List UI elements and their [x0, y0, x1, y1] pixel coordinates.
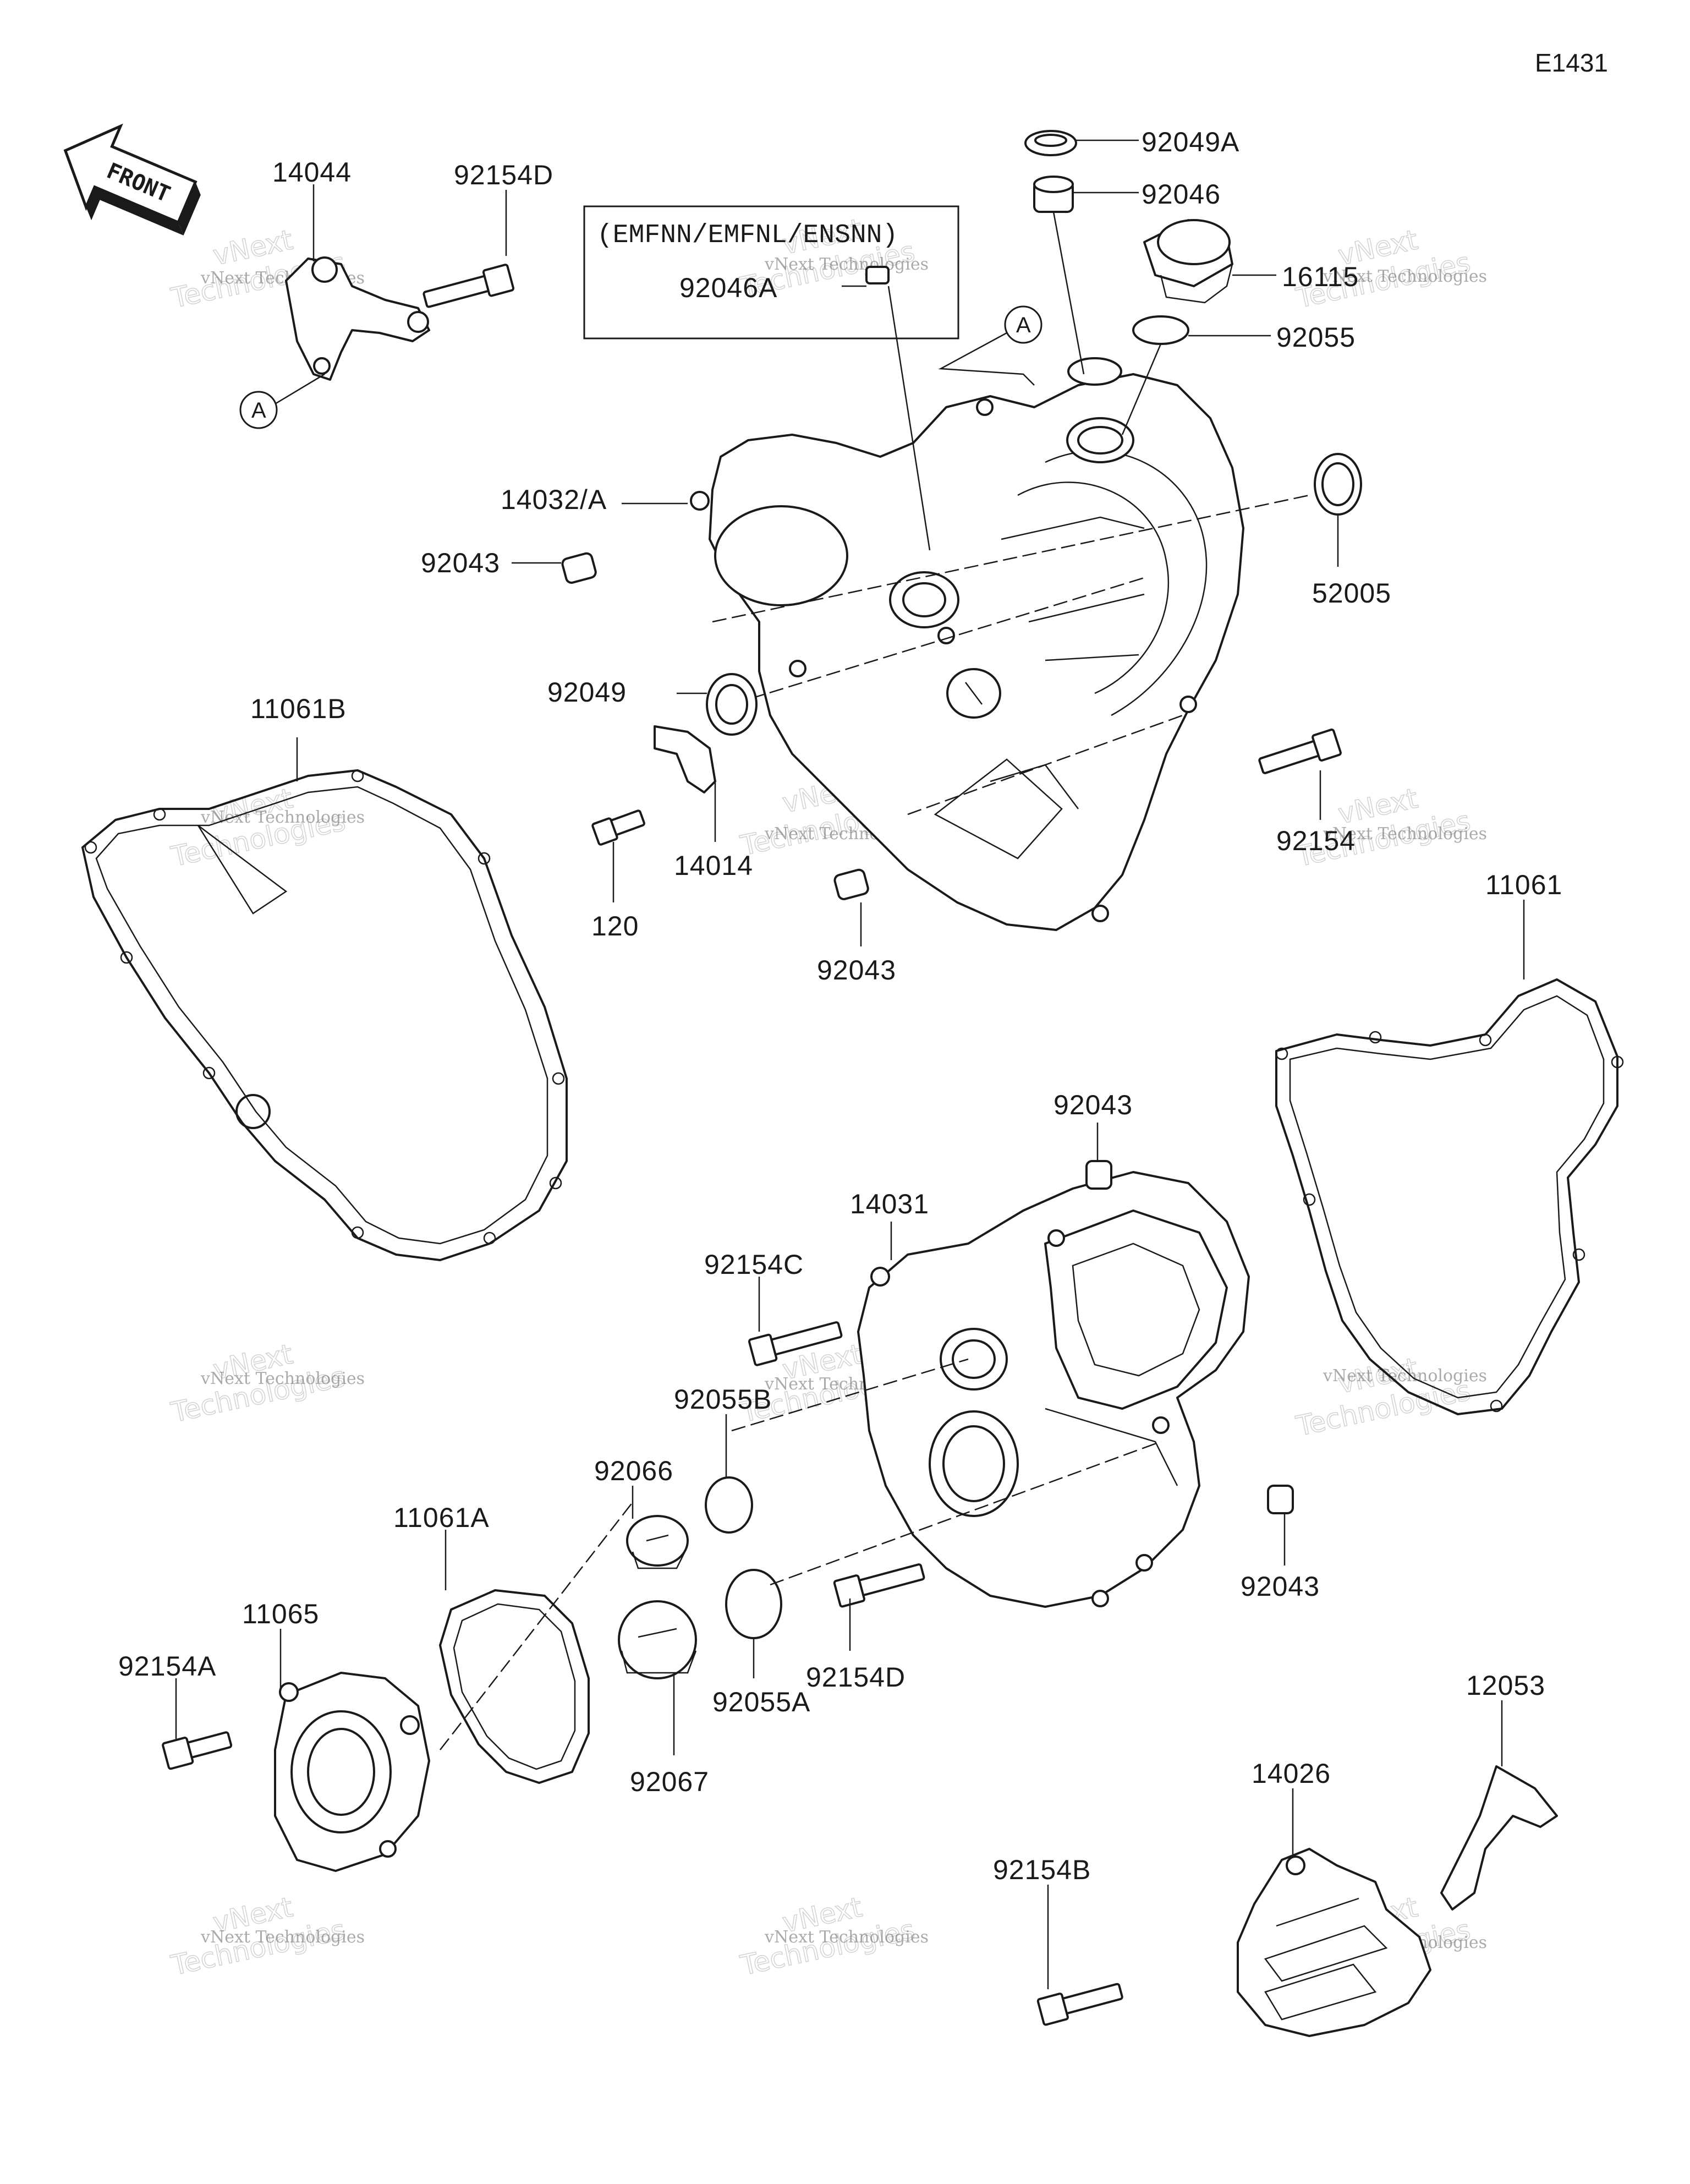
part-label-92154d-bottom: 92154D	[806, 1662, 906, 1693]
watermark-small: vNext Technologies	[200, 1369, 365, 1388]
variant-box	[583, 205, 959, 340]
bolt-92154	[1258, 728, 1342, 774]
bolt-92154c	[748, 1321, 843, 1366]
part-label-92055a: 92055A	[712, 1687, 810, 1717]
watermark: vNext Technologies	[168, 1891, 349, 1982]
part-label-12053: 12053	[1466, 1670, 1545, 1701]
part-label-92055: 92055	[1276, 322, 1356, 353]
plug-92066	[626, 1515, 689, 1569]
part-label-92154d-top: 92154D	[454, 160, 553, 190]
part-label-92154a: 92154A	[118, 1651, 216, 1682]
part-label-92043-a: 92043	[421, 548, 500, 578]
part-label-11061a: 11061A	[393, 1502, 490, 1533]
part-label-11061: 11061	[1485, 869, 1562, 900]
watermark-small: vNext Technologies	[764, 255, 929, 274]
axis-line	[440, 1502, 633, 1750]
watermark-small: vNext Technologies	[200, 808, 365, 827]
oil-filler-cap-16115	[1143, 219, 1233, 304]
part-label-92043-b: 92043	[817, 955, 896, 986]
watermark-small: vNext Technologies	[764, 1928, 929, 1947]
clutch-cover	[690, 357, 1244, 931]
dowel-pin-92043-a	[561, 552, 597, 584]
axis-line	[731, 1358, 969, 1432]
bolt-120	[591, 809, 645, 846]
axis-line	[907, 714, 1183, 815]
part-label-92154: 92154	[1276, 825, 1356, 856]
gasket-11061a	[439, 1589, 590, 1784]
cover-boss	[714, 505, 848, 606]
watermark-small: vNext Technologies	[1323, 824, 1487, 844]
axis-line	[770, 1441, 1161, 1586]
part-label-11065: 11065	[242, 1599, 319, 1629]
part-label-92049: 92049	[547, 677, 627, 708]
oil-seal-92049	[706, 673, 758, 736]
o-ring-92055	[1132, 315, 1189, 345]
watermark-small: vNext Technologies	[200, 1928, 365, 1947]
part-label-92154c: 92154C	[704, 1249, 804, 1280]
gasket-11061b	[81, 769, 568, 1261]
part-label-92067: 92067	[630, 1766, 709, 1797]
part-label-16115: 16115	[1282, 261, 1359, 292]
part-label-14044: 14044	[272, 157, 352, 188]
bracket-14044	[285, 256, 430, 381]
front-arrow-icon: FRONT	[63, 123, 201, 236]
part-label-52005: 52005	[1312, 578, 1391, 609]
svg-text:A: A	[1016, 313, 1031, 337]
bracket-12053	[1440, 1765, 1558, 1911]
part-label-92046: 92046	[1142, 179, 1221, 210]
axis-line	[712, 494, 1310, 623]
dowel-pin-92043-c	[1085, 1160, 1112, 1190]
variant-note: (EMFNN/EMFNL/ENSNN)	[597, 221, 898, 250]
o-ring-92055a	[725, 1569, 782, 1639]
part-label-14026: 14026	[1252, 1758, 1331, 1789]
ref-marker-a-left: A	[239, 391, 278, 429]
plug-92067	[618, 1600, 697, 1679]
generator-cover-14031	[857, 1171, 1250, 1608]
part-label-92043-d: 92043	[1241, 1571, 1320, 1602]
part-label-11061b: 11061B	[250, 693, 347, 724]
part-label-14031: 14031	[850, 1189, 929, 1219]
leader-lines	[175, 139, 1525, 1989]
plate-14014	[654, 725, 716, 793]
watermark-small: vNext Technologies	[1323, 267, 1487, 286]
dowel-pin-92043-d	[1267, 1485, 1294, 1514]
part-label-14032a: 14032/A	[501, 484, 607, 515]
part-label-92046a: 92046A	[679, 272, 777, 303]
o-ring-92055b	[705, 1476, 753, 1534]
bolt-92154d-top	[422, 264, 515, 308]
part-labels: 92049A 92046 92046A 16115 92055 14044 92…	[118, 127, 1562, 1885]
part-label-92154b: 92154B	[993, 1854, 1091, 1885]
part-label-14014: 14014	[674, 850, 753, 881]
bolt-92154b	[1036, 1983, 1123, 2026]
bolt-92154a	[162, 1731, 233, 1770]
diagram-code: E1431	[1535, 48, 1608, 77]
dowel-pin-92043-b	[833, 868, 869, 900]
ref-marker-a-right: A	[938, 305, 1042, 386]
bolt-92154d-bottom	[833, 1563, 925, 1608]
part-label-120: 120	[591, 911, 639, 942]
gasket-11061	[1275, 978, 1618, 1415]
axis-line	[731, 577, 1145, 705]
pickup-cover-11065	[274, 1672, 430, 1872]
part-label-92066: 92066	[594, 1455, 673, 1486]
part-label-92055b: 92055B	[674, 1384, 772, 1415]
watermark: vNext Technologies	[1293, 782, 1474, 873]
svg-text:A: A	[251, 398, 266, 423]
part-label-92049a: 92049A	[1142, 127, 1239, 157]
part-label-92043-c: 92043	[1053, 1090, 1133, 1120]
chain-guard-14026	[1237, 1848, 1431, 2037]
bearing-92046a	[865, 266, 890, 284]
